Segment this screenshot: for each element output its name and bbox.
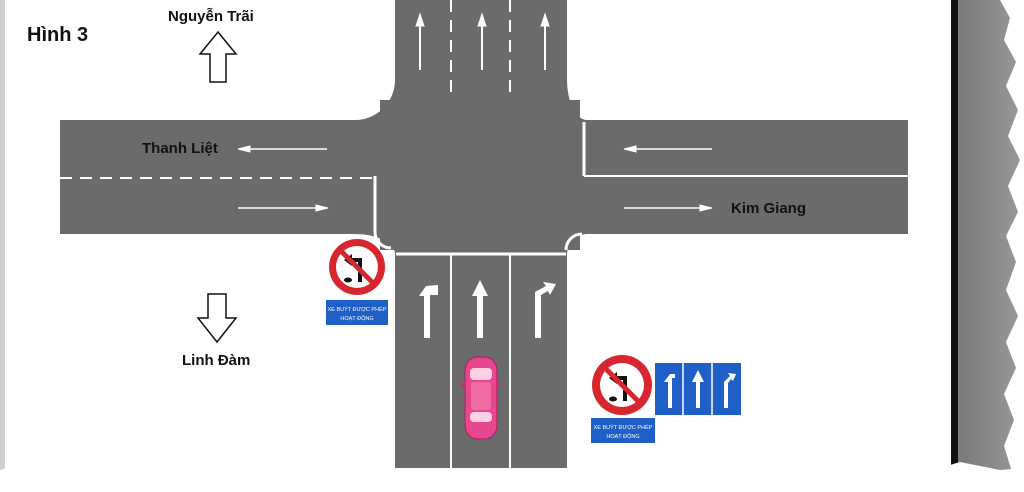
lane-direction-sign [655,363,741,415]
south-lane-arrow-left [419,285,438,338]
plate-1-line-1: XE BUÝT ĐƯỢC PHÉP [328,306,387,313]
west-arrow-right [238,204,329,212]
torn-right-edge [1000,0,1024,492]
north-lane-arrow-1 [415,12,425,70]
street-label-south: Linh Đàm [182,352,251,369]
intersection-box [380,100,580,250]
west-arrow-left [237,145,327,153]
street-label-east: Kim Giang [731,200,807,217]
car [462,356,500,440]
east-arrow-right [624,204,713,212]
no-left-turn-sign-2: XE BUÝT ĐƯỢC PHÉP HOẠT ĐỘNG [591,355,655,443]
south-lane-arrow-straight [472,280,488,338]
lane-markings [60,0,908,468]
no-left-turn-sign-1: XE BUÝT ĐƯỢC PHÉP HOẠT ĐỘNG [326,239,388,325]
south-lane-arrow-right [535,282,556,338]
lane-sign-left-arrow-icon [664,374,675,408]
lane-sign-straight-arrow-icon [692,370,704,408]
north-direction-arrow-icon [198,30,238,83]
north-lane-arrow-3 [540,12,550,70]
east-arrow-left [623,145,712,153]
south-direction-arrow-icon [196,293,238,344]
street-label-north: Nguyễn Trãi [168,8,254,25]
north-lane-arrow-2 [477,12,487,70]
curb-lines [373,122,586,251]
torn-bottom-edge [0,461,1024,492]
bus-exception-plate-1 [326,300,388,325]
plate-1-line-2: HOẠT ĐỘNG [340,315,373,322]
plate-2-line-1: XE BUÝT ĐƯỢC PHÉP [594,424,653,431]
lane-sign-right-arrow-icon [724,373,736,408]
road-arrows [237,12,713,338]
street-label-west: Thanh Liệt [142,140,218,157]
bus-exception-plate-2 [591,418,655,443]
figure-title: Hình 3 [27,24,89,46]
plate-2-line-2: HOẠT ĐỘNG [606,433,639,440]
